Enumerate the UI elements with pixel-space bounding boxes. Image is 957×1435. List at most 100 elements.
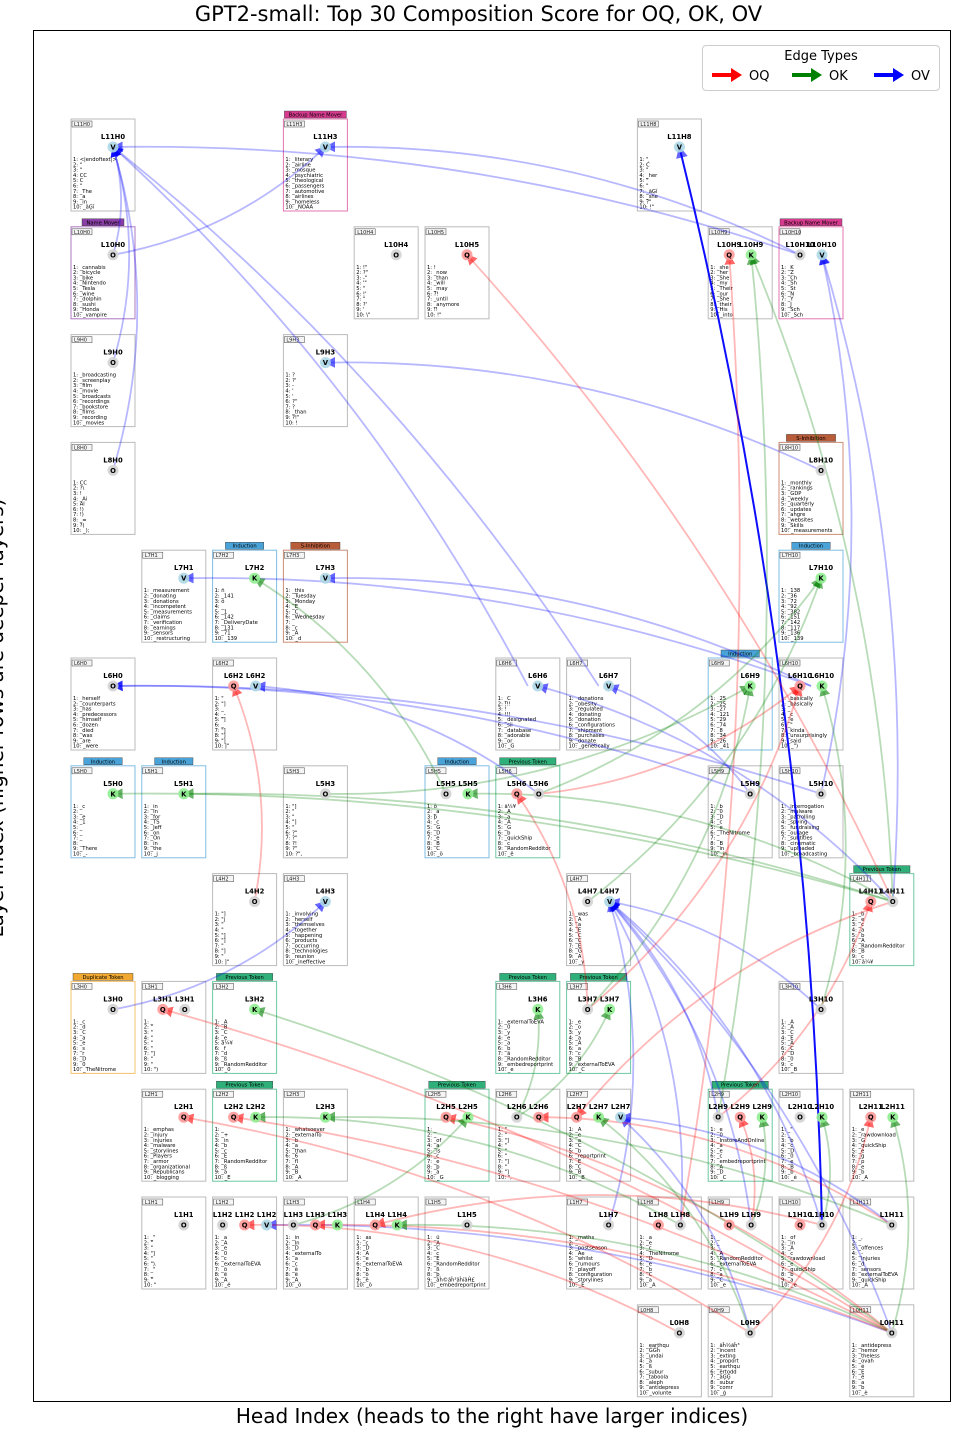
token-rank: 6: [73,184,80,190]
token-value: _C [645,1272,653,1278]
token-value: _A [648,1283,656,1289]
token-rank: 1: [144,1019,151,1025]
token-value: _é [858,1363,865,1370]
token-rank: 3: [781,814,788,820]
token-rank: 1: [781,1127,788,1133]
token-value: _r [79,1051,86,1057]
token-value: ?" [292,846,297,852]
token-value: _than [291,410,306,416]
top-token: 4: ' [285,389,293,395]
top-token: 1: _monthly [781,480,812,486]
token-rank: 10: [73,744,83,750]
edge-ov [536,683,894,903]
token-value: _þ [433,1272,441,1278]
head-label-name: L1H1 [174,1211,194,1219]
token-value: _kinda [787,728,805,734]
top-token: 4: _together [285,928,318,934]
token-rank: 1: [852,1235,859,1241]
head-label-kind: Q [868,1114,874,1122]
top-token: 7: _RandomRedditor [215,1159,269,1165]
token-rank: 3: [144,599,151,605]
token-value: _a [858,928,865,934]
token-rank: 1: [781,480,788,486]
token-rank: 6: [285,1262,292,1268]
top-token: 3: _e [215,1246,228,1252]
kind-dot [390,249,402,261]
token-rank: 6: [356,291,363,297]
head-label-kind: K [819,1114,825,1122]
token-rank: 2: [710,1240,717,1246]
token-value: _Ae [574,1251,584,1257]
top-token: 10: _e [498,1067,514,1073]
token-rank: 10: [73,420,83,426]
token-rank: 10: [427,1175,437,1181]
token-rank: 10: [285,1283,295,1289]
token-value: _1 [79,820,86,826]
head-label-kind: Q [242,1222,248,1230]
top-token: 8: _D [73,1057,86,1063]
top-token: 7: _ [285,620,295,626]
token-rank: 9: [285,1277,292,1283]
head-box [778,657,844,751]
token-rank: 7: [427,297,434,303]
token-rank: 5: [710,717,717,723]
token-rank: 9: [73,846,80,852]
top-token: 7: " [356,297,365,303]
token-value: _their [716,302,733,308]
head-box [282,549,348,643]
top-token: 8: _A [710,1164,723,1170]
top-token: 9: _or [498,738,513,744]
kind-dot [309,1219,321,1231]
top-token: 5: _Jeff [144,825,162,831]
token-rank: 7: [356,297,363,303]
head-label-name: L1H3 [284,1211,304,1219]
token-value: ã¼¥ [221,1041,233,1047]
top-token: 8: "] [215,949,226,955]
top-token: 6: _externalToEVA [215,1262,262,1268]
head-role-tag: Previous Token [570,973,628,981]
token-value: _g [858,1154,865,1160]
token-value: _mosque [291,168,315,174]
token-rank: 10: [569,1283,579,1289]
token-rank: 1: [569,1235,576,1241]
top-token: 1: <|endoftext|> [73,157,117,163]
top-token: 4: _my [710,281,727,287]
token-value: _C [291,609,299,615]
token-value: _e [719,1283,726,1289]
token-rank: 8: [710,841,717,847]
token-value: _c [291,625,298,631]
head-id-text: L7H2 [216,553,229,559]
kind-dot [887,896,899,908]
token-value: \" [366,313,370,319]
head-role-tag-text: Induction [728,652,752,658]
edge-ok [516,1008,611,1118]
token-value: " [292,809,294,815]
token-value: _c [858,954,865,960]
token-value: _D [787,1051,795,1057]
token-rank: 8: [285,841,292,847]
token-rank: 9: [73,523,80,529]
chart-title: GPT2-small: Top 30 Composition Score for… [194,2,763,26]
token-value: _E [220,1154,227,1160]
token-rank: 1: [285,157,292,163]
edge-oq [243,1219,680,1334]
top-token-list: 1: "]2: "j3: "4: "5: "]6: "]7: "8: "]9: … [215,912,229,966]
top-token: 2: _ĠĠĥ [639,1347,660,1354]
top-token: 8: _131 [215,625,234,631]
top-token: 2: _in [781,1240,795,1246]
token-value: _bicycle [79,270,101,276]
token-rank: 10: [639,205,649,211]
token-value: _B [220,1025,228,1031]
edge-oq [749,1116,874,1334]
token-value: _G [507,744,515,750]
token-rank: 1: [285,804,292,810]
top-token: 1: _whatsoever [285,1127,325,1133]
token-value: _0 [716,1133,723,1139]
